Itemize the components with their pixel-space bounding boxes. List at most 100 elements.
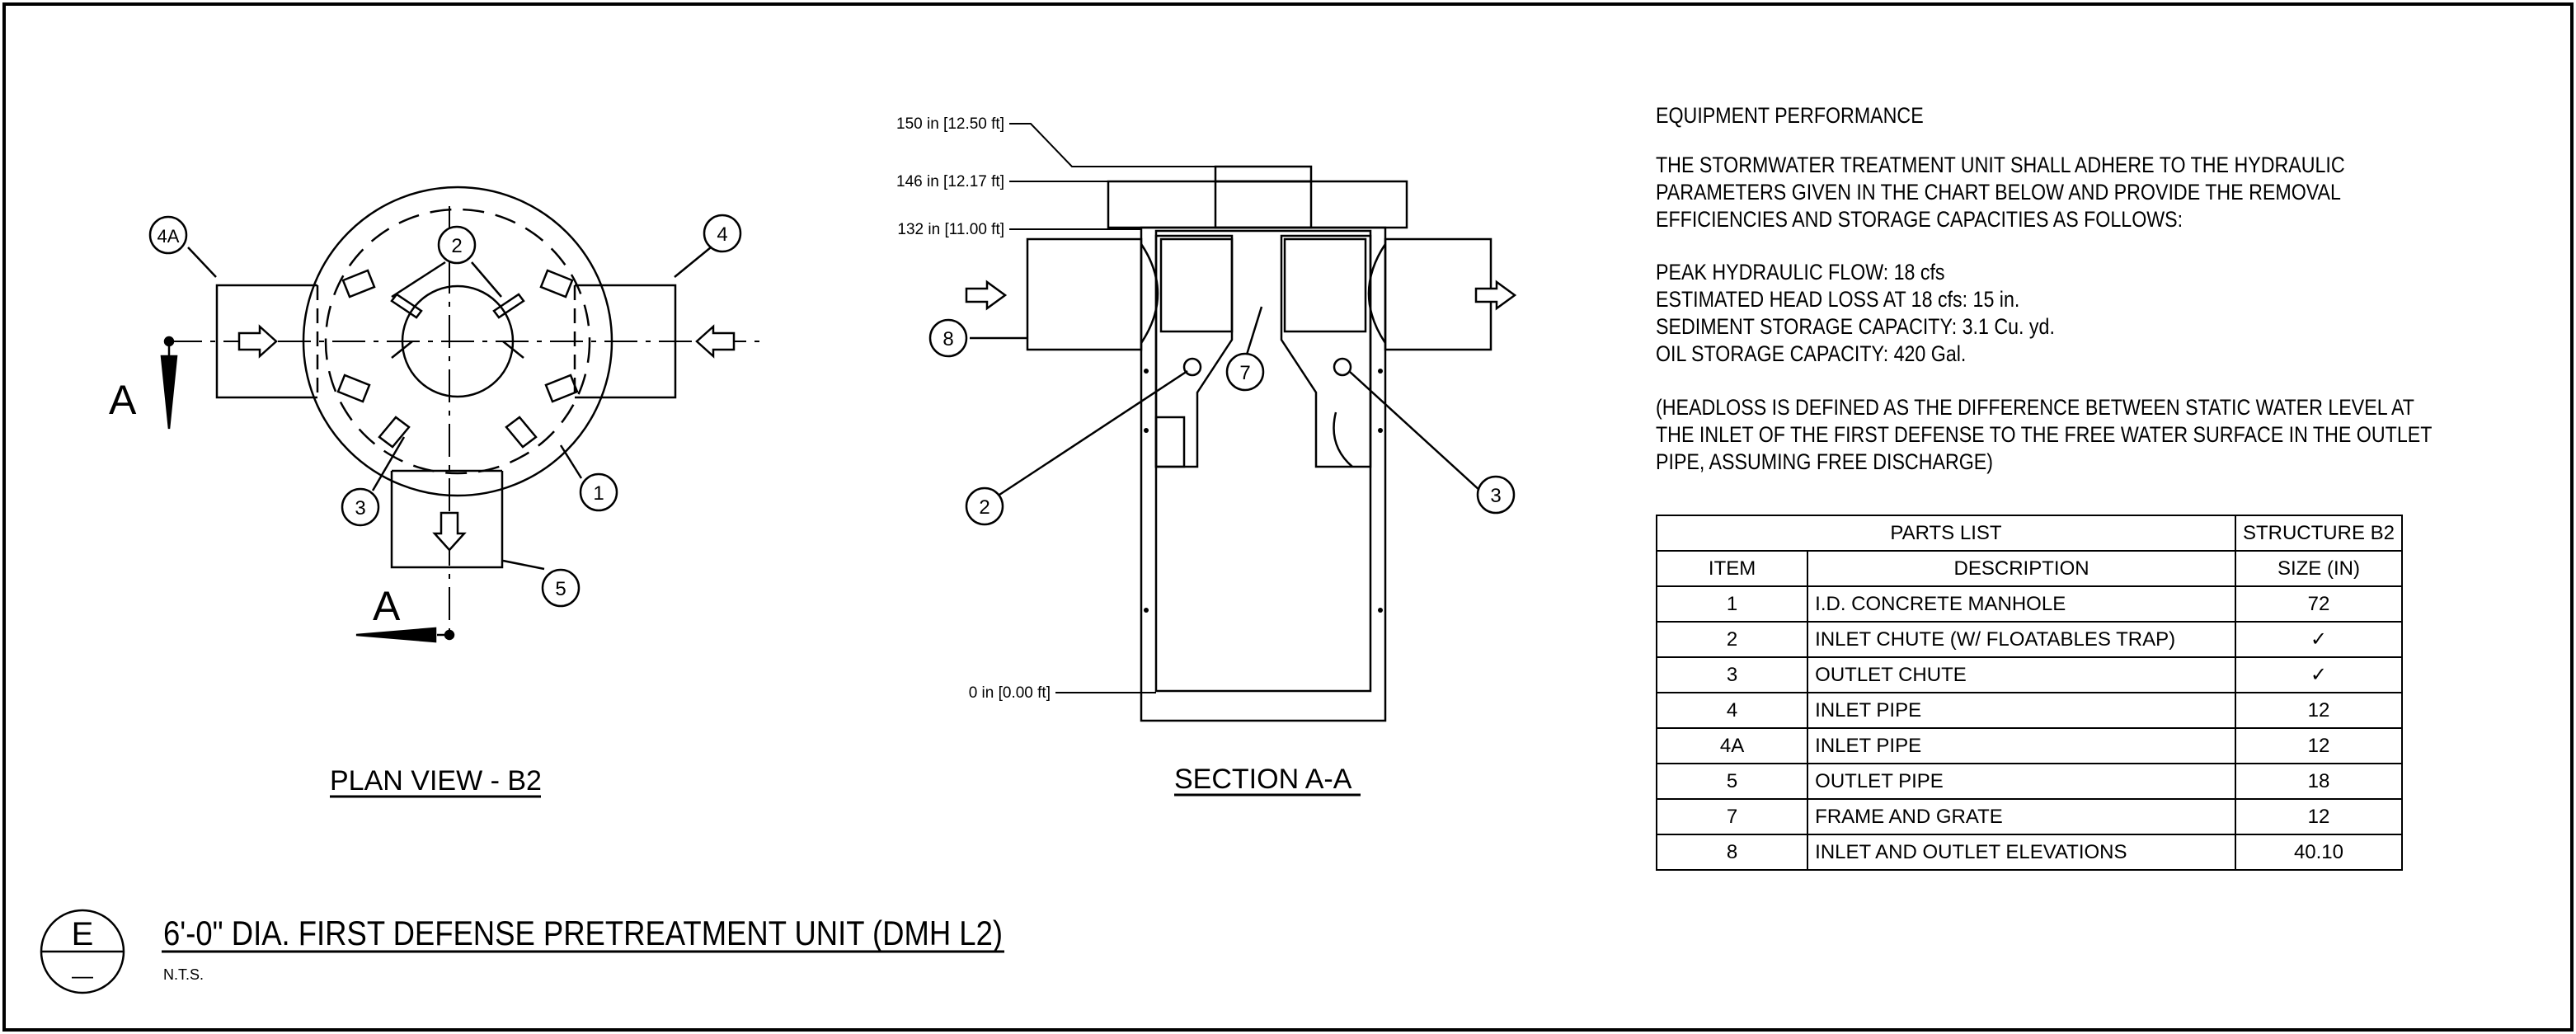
svg-text:7: 7 [1239, 362, 1250, 384]
row-size: 12 [2234, 798, 2404, 835]
elevation-150: 150 in [12.50 ft] [896, 115, 1004, 133]
callout-5: 5 [541, 568, 581, 608]
section-callouts: 8 7 2 3 [928, 318, 1516, 526]
performance-para2-line2: THE INLET OF THE FIRST DEFENSE TO THE FR… [1656, 422, 2433, 447]
row-description: OUTLET PIPE [1807, 763, 2236, 800]
elevation-146: 146 in [12.17 ft] [896, 173, 1004, 190]
spec-peak-flow: PEAK HYDRAULIC FLOW: 18 cfs [1656, 260, 1945, 284]
svg-text:4A: 4A [157, 226, 180, 247]
svg-text:5: 5 [555, 578, 566, 600]
row-description: FRAME AND GRATE [1807, 798, 2236, 835]
scale-note: N.T.S. [163, 966, 204, 983]
col-description-header: DESCRIPTION [1807, 550, 2236, 587]
section-inlet-chute [1154, 234, 1234, 468]
row-size: ✓ [2234, 621, 2404, 658]
performance-heading: EQUIPMENT PERFORMANCE [1656, 103, 1924, 128]
callout-8: 8 [928, 318, 968, 358]
plan-callouts: 4A 2 4 3 1 5 [148, 214, 742, 608]
col-size-header: SIZE (IN) [2234, 550, 2404, 587]
section-outflow-arrow-icon [1474, 280, 1517, 311]
detail-sheet: — [72, 963, 93, 988]
performance-para2-line1: (HEADLOSS IS DEFINED AS THE DIFFERENCE B… [1656, 395, 2414, 420]
row-item: 7 [1655, 798, 1809, 835]
inflow-arrow-right-icon [695, 324, 736, 359]
row-item: 4A [1655, 727, 1809, 764]
row-item: 5 [1655, 763, 1809, 800]
row-item: 2 [1655, 621, 1809, 658]
section-outlet-chute [1280, 234, 1372, 468]
row-description: INLET AND OUTLET ELEVATIONS [1807, 834, 2236, 871]
outflow-arrow-down-icon [432, 511, 467, 552]
manhole-inner-dashed-circle [324, 208, 591, 475]
section-title: SECTION A-A [1174, 764, 1352, 795]
callout-2-section: 2 [965, 486, 1004, 526]
svg-text:3: 3 [355, 497, 365, 519]
svg-text:2: 2 [451, 235, 462, 257]
section-label-a-bottom: A [373, 583, 401, 629]
spec-head-loss: ESTIMATED HEAD LOSS AT 18 cfs: 15 in. [1656, 287, 2020, 312]
manhole-body [1140, 226, 1387, 722]
row-size: ✓ [2234, 656, 2404, 693]
callout-4a: 4A [148, 215, 188, 255]
elevation-0: 0 in [0.00 ft] [969, 684, 1051, 702]
structure-header: STRUCTURE B2 [2234, 515, 2404, 552]
inflow-arrow-left-icon [237, 324, 278, 359]
performance-para1-line3: EFFICIENCIES AND STORAGE CAPACITIES AS F… [1656, 207, 2183, 232]
section-arrow-top-icon [160, 355, 178, 430]
svg-text:1: 1 [593, 482, 604, 505]
svg-text:2: 2 [979, 496, 990, 519]
section-inflow-arrow-icon [965, 280, 1008, 311]
parts-header-row: ITEM DESCRIPTION SIZE (IN) [1655, 550, 2404, 587]
outlet-pipe-5 [390, 471, 504, 569]
row-description: I.D. CONCRETE MANHOLE [1807, 585, 2236, 623]
row-size: 12 [2234, 692, 2404, 729]
row-item: 4 [1655, 692, 1809, 729]
section-arrow-bottom-icon [355, 627, 437, 643]
chute-blades [336, 269, 579, 449]
row-item: 1 [1655, 585, 1809, 623]
elevation-132: 132 in [11.00 ft] [897, 221, 1004, 238]
section-drawing [965, 123, 1517, 722]
row-description: OUTLET CHUTE [1807, 656, 2236, 693]
section-elevation-labels: 150 in [12.50 ft] 146 in [12.17 ft] 132 … [896, 115, 1051, 702]
section-label-a-top: A [109, 377, 137, 423]
row-size: 72 [2234, 585, 2404, 623]
inlet-pipe-4a [215, 284, 317, 399]
row-description: INLET PIPE [1807, 727, 2236, 764]
detail-letter: E [72, 916, 94, 952]
detail-title: 6'-0" DIA. FIRST DEFENSE PRETREATMENT UN… [163, 914, 1003, 952]
callout-3: 3 [341, 487, 380, 527]
svg-text:8: 8 [942, 328, 953, 350]
col-item-header: ITEM [1655, 550, 1809, 587]
svg-text:4: 4 [717, 223, 727, 246]
svg-text:3: 3 [1490, 485, 1501, 507]
performance-para2-line3: PIPE, ASSUMING FREE DISCHARGE) [1656, 449, 1994, 474]
row-description: INLET CHUTE (W/ FLOATABLES TRAP) [1807, 621, 2236, 658]
plan-view-drawing [160, 186, 767, 643]
row-description: INLET PIPE [1807, 692, 2236, 729]
row-size: 18 [2234, 763, 2404, 800]
row-size: 40.10 [2234, 834, 2404, 871]
row-size: 12 [2234, 727, 2404, 764]
callout-3-section: 3 [1476, 475, 1516, 515]
callout-4: 4 [703, 214, 742, 253]
cone-top-slab [1107, 180, 1408, 229]
section-inlet-pipe [1026, 237, 1143, 351]
spec-oil-storage: OIL STORAGE CAPACITY: 420 Gal. [1656, 341, 1967, 366]
performance-para1-line2: PARAMETERS GIVEN IN THE CHART BELOW AND … [1656, 180, 2341, 204]
detail-bubble: E — [40, 909, 125, 994]
spec-sediment-storage: SEDIMENT STORAGE CAPACITY: 3.1 Cu. yd. [1656, 314, 2055, 339]
row-item: 3 [1655, 656, 1809, 693]
plan-view-title: PLAN VIEW - B2 [330, 765, 542, 797]
row-item: 8 [1655, 834, 1809, 871]
parts-list-table: PARTS LIST STRUCTURE B2 ITEM DESCRIPTION… [1655, 515, 2404, 871]
